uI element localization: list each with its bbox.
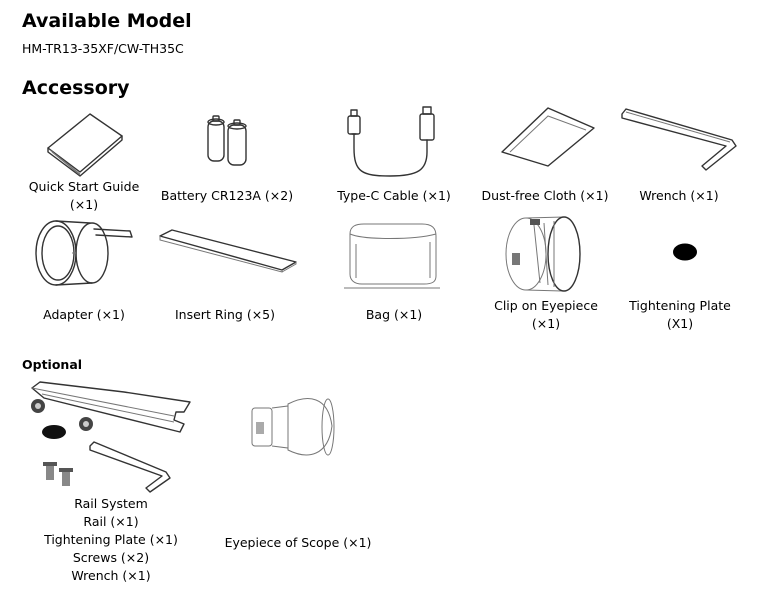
- accessory-caption: Adapter (×1): [38, 306, 130, 324]
- eyepiece-clip-icon: [505, 216, 581, 292]
- caption-line: Bag (×1): [365, 307, 423, 322]
- battery-icon: [207, 115, 247, 166]
- optional-caption: Rail System Rail (×1) Tightening Plate (…: [36, 495, 186, 585]
- insert-ring-icon: [159, 229, 297, 273]
- tightening-plate-icon: [673, 243, 697, 261]
- caption-line: Adapter (×1): [43, 307, 125, 322]
- caption-line: Rail (×1): [83, 514, 139, 529]
- bag-icon: [344, 223, 440, 289]
- model-number: HM-TR13-35XF/CW-TH35C: [22, 41, 184, 56]
- usb-cable-icon: [347, 106, 435, 177]
- caption-line: (×1): [69, 197, 99, 212]
- caption-line: Battery CR123A (×2): [160, 188, 294, 203]
- scope-eyepiece-icon: [251, 398, 335, 456]
- caption-line: Eyepiece of Scope (×1): [224, 535, 372, 550]
- accessory-caption: Wrench (×1): [630, 187, 728, 205]
- page-title: Available Model: [22, 10, 192, 32]
- accessory-caption: Tightening Plate (X1): [624, 297, 736, 333]
- caption-line: Dust-free Cloth (×1): [481, 188, 609, 203]
- caption-line: Wrench (×1): [639, 188, 719, 203]
- accessory-caption: Battery CR123A (×2): [156, 187, 298, 205]
- accessory-caption: Quick Start Guide (×1): [25, 178, 143, 214]
- caption-line: (×1): [531, 316, 561, 331]
- accessory-caption: Insert Ring (×5): [170, 306, 280, 324]
- caption-line: Screws (×2): [72, 550, 150, 565]
- caption-line: Tightening Plate (×1): [44, 532, 178, 547]
- accessory-caption: Clip on Eyepiece (×1): [486, 297, 606, 333]
- caption-line: (X1): [666, 316, 694, 331]
- wrench-icon: [621, 108, 737, 171]
- caption-line: Clip on Eyepiece: [494, 298, 598, 313]
- caption-line: Rail System: [74, 496, 148, 511]
- booklet-icon: [47, 113, 123, 177]
- accessory-caption: Bag (×1): [356, 306, 432, 324]
- caption-line: Type-C Cable (×1): [337, 188, 451, 203]
- caption-line: Quick Start Guide: [28, 179, 140, 194]
- accessory-caption: Type-C Cable (×1): [330, 187, 458, 205]
- optional-heading: Optional: [22, 357, 83, 372]
- optional-caption: Eyepiece of Scope (×1): [220, 534, 376, 552]
- caption-line: Tightening Plate: [629, 298, 731, 313]
- accessory-caption: Dust-free Cloth (×1): [478, 187, 612, 205]
- caption-line: Insert Ring (×5): [175, 307, 275, 322]
- caption-line: Wrench (×1): [71, 568, 151, 583]
- rail-system-icon: [31, 381, 191, 493]
- cloth-icon: [501, 107, 595, 167]
- adapter-icon: [35, 220, 133, 286]
- accessory-heading: Accessory: [22, 77, 130, 99]
